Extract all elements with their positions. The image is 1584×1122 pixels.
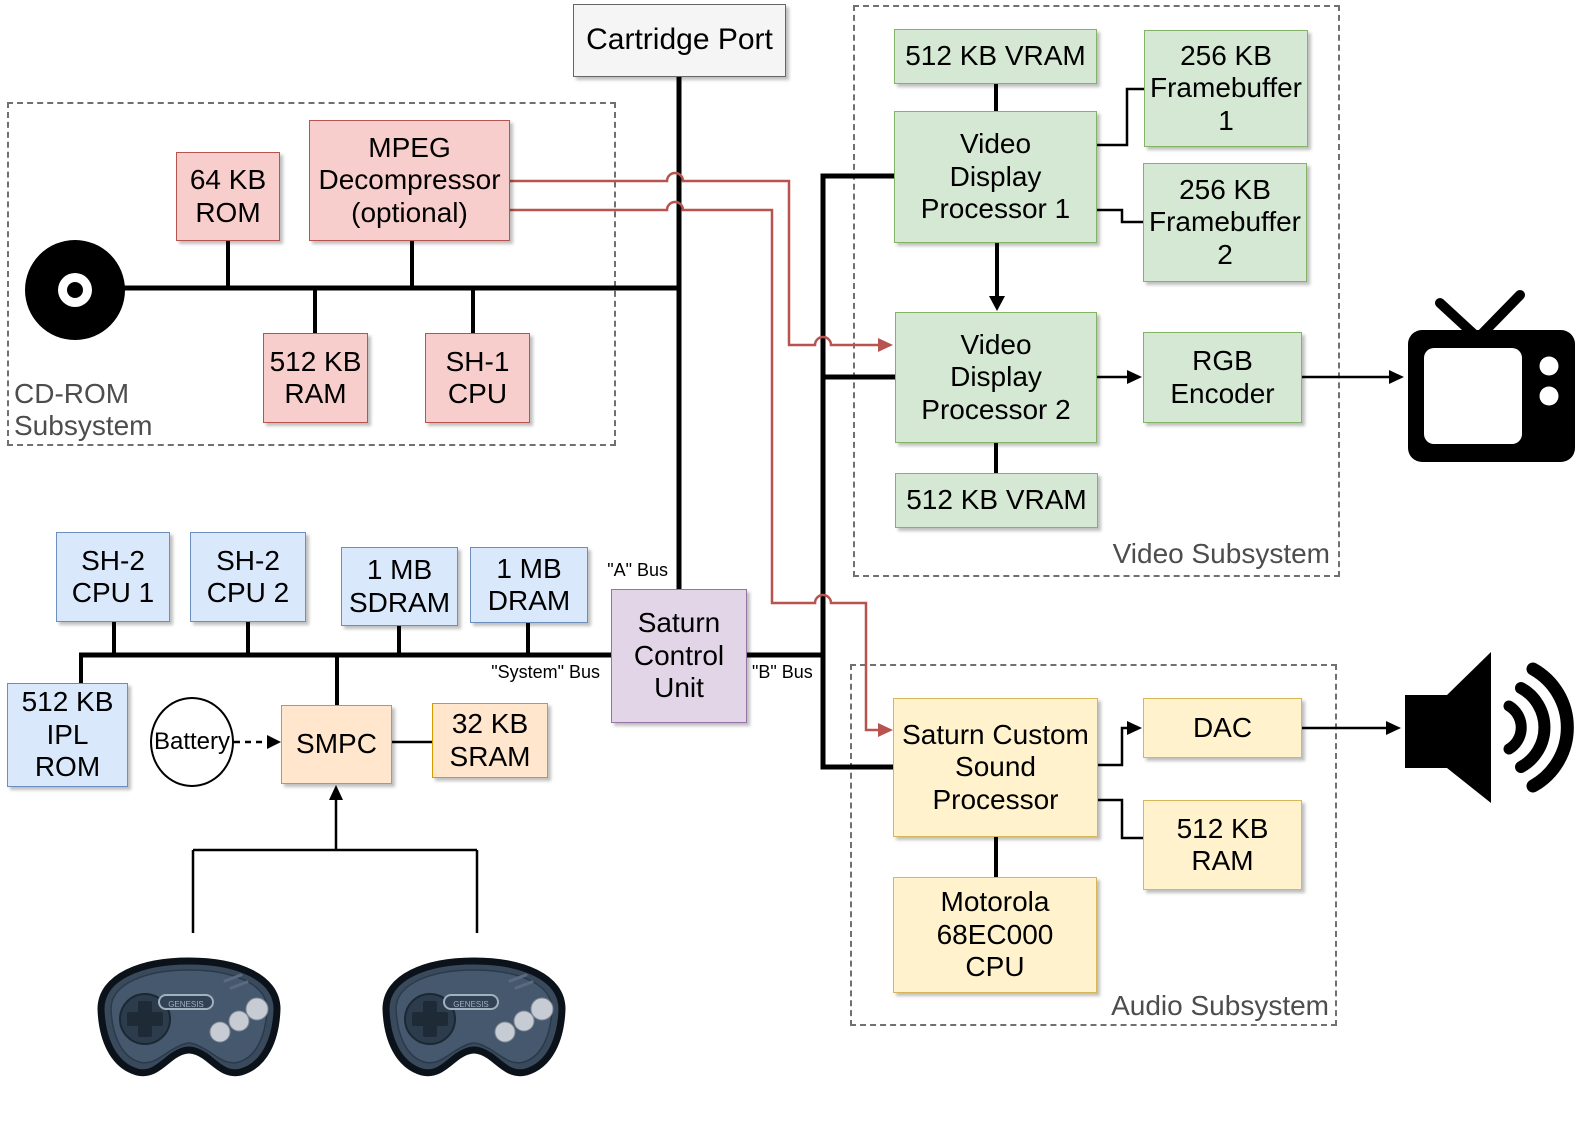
audio-ram-box: 512 KB RAM — [1143, 800, 1302, 890]
sdram-box: 1 MB SDRAM — [341, 547, 458, 626]
arrowhead — [1127, 721, 1142, 735]
sram-box: 32 KB SRAM — [432, 703, 548, 778]
vram-top-box: 512 KB VRAM — [894, 29, 1097, 84]
arrowhead — [1386, 721, 1401, 735]
framebuffer2-box: 256 KB Framebuffer 2 — [1143, 163, 1307, 282]
speaker-icon — [1405, 652, 1574, 803]
vdp1-fb2-connector — [1097, 208, 1143, 224]
arrowhead — [267, 735, 281, 749]
ipl-rom-box: 512 KB IPL ROM — [7, 683, 128, 787]
cd-disc-icon — [25, 240, 125, 340]
gamepad-icon — [386, 961, 562, 1073]
scsp-dac-connector — [1098, 726, 1130, 767]
b-bus-trunk-line — [820, 173, 894, 770]
smpc-box: SMPC — [281, 705, 392, 784]
arrowhead — [329, 785, 343, 800]
mpeg-decompressor-box: MPEG Decompressor (optional) — [309, 120, 510, 241]
dram-box: 1 MB DRAM — [470, 547, 588, 623]
arrowhead — [1389, 370, 1404, 384]
sh2-cpu1-box: SH-2 CPU 1 — [56, 532, 170, 622]
vdp2-box: Video Display Processor 2 — [895, 312, 1097, 443]
dac-box: DAC — [1143, 698, 1302, 758]
sh2-cpu2-box: SH-2 CPU 2 — [190, 532, 306, 622]
cd-ram-512kb-box: 512 KB RAM — [263, 333, 368, 423]
b-bus-label: "B" Bus — [752, 662, 813, 682]
red-arrowhead — [878, 723, 893, 737]
sh1-cpu-box: SH-1 CPU — [425, 333, 530, 423]
arrowhead — [989, 296, 1005, 311]
vdp1-fb1-connector — [1097, 87, 1144, 147]
scsp-box: Saturn Custom Sound Processor — [893, 698, 1098, 837]
red-mpeg-to-scsp-line — [510, 200, 878, 732]
battery-circle: Battery — [150, 697, 234, 787]
saturn-control-unit-box: Saturn Control Unit — [611, 589, 747, 723]
audio-subsystem-title: Audio Subsystem — [1111, 989, 1329, 1021]
rgb-encoder-box: RGB Encoder — [1143, 332, 1302, 423]
vram-bottom-box: 512 KB VRAM — [895, 473, 1098, 528]
gamepad-icon — [101, 961, 277, 1073]
gamepad-brand-label: GENESIS — [453, 1000, 489, 1009]
audio-subsystem-region: Audio Subsystem — [850, 664, 1337, 1026]
scsp-audioram-connector — [1098, 798, 1143, 840]
cartridge-port-box: Cartridge Port — [573, 4, 786, 77]
cdrom-subsystem-title: CD-ROM Subsystem — [14, 378, 153, 441]
framebuffer1-box: 256 KB Framebuffer 1 — [1144, 30, 1308, 147]
gamepad-brand-label: GENESIS — [168, 1000, 204, 1009]
rom-64kb-box: 64 KB ROM — [176, 152, 280, 241]
vdp1-box: Video Display Processor 1 — [894, 111, 1097, 243]
arrowhead — [1127, 370, 1142, 384]
tv-icon — [1408, 290, 1575, 462]
system-bus-label: "System" Bus — [491, 662, 600, 682]
cdrom-subsystem-region: CD-ROM Subsystem — [7, 102, 616, 446]
red-mpeg-to-vdp2-line — [510, 171, 879, 347]
m68k-cpu-box: Motorola 68EC000 CPU — [893, 877, 1097, 993]
video-subsystem-title: Video Subsystem — [1112, 537, 1330, 569]
video-subsystem-region: Video Subsystem — [853, 5, 1340, 577]
a-bus-label: "A" Bus — [607, 560, 668, 580]
red-arrowhead — [878, 338, 893, 352]
